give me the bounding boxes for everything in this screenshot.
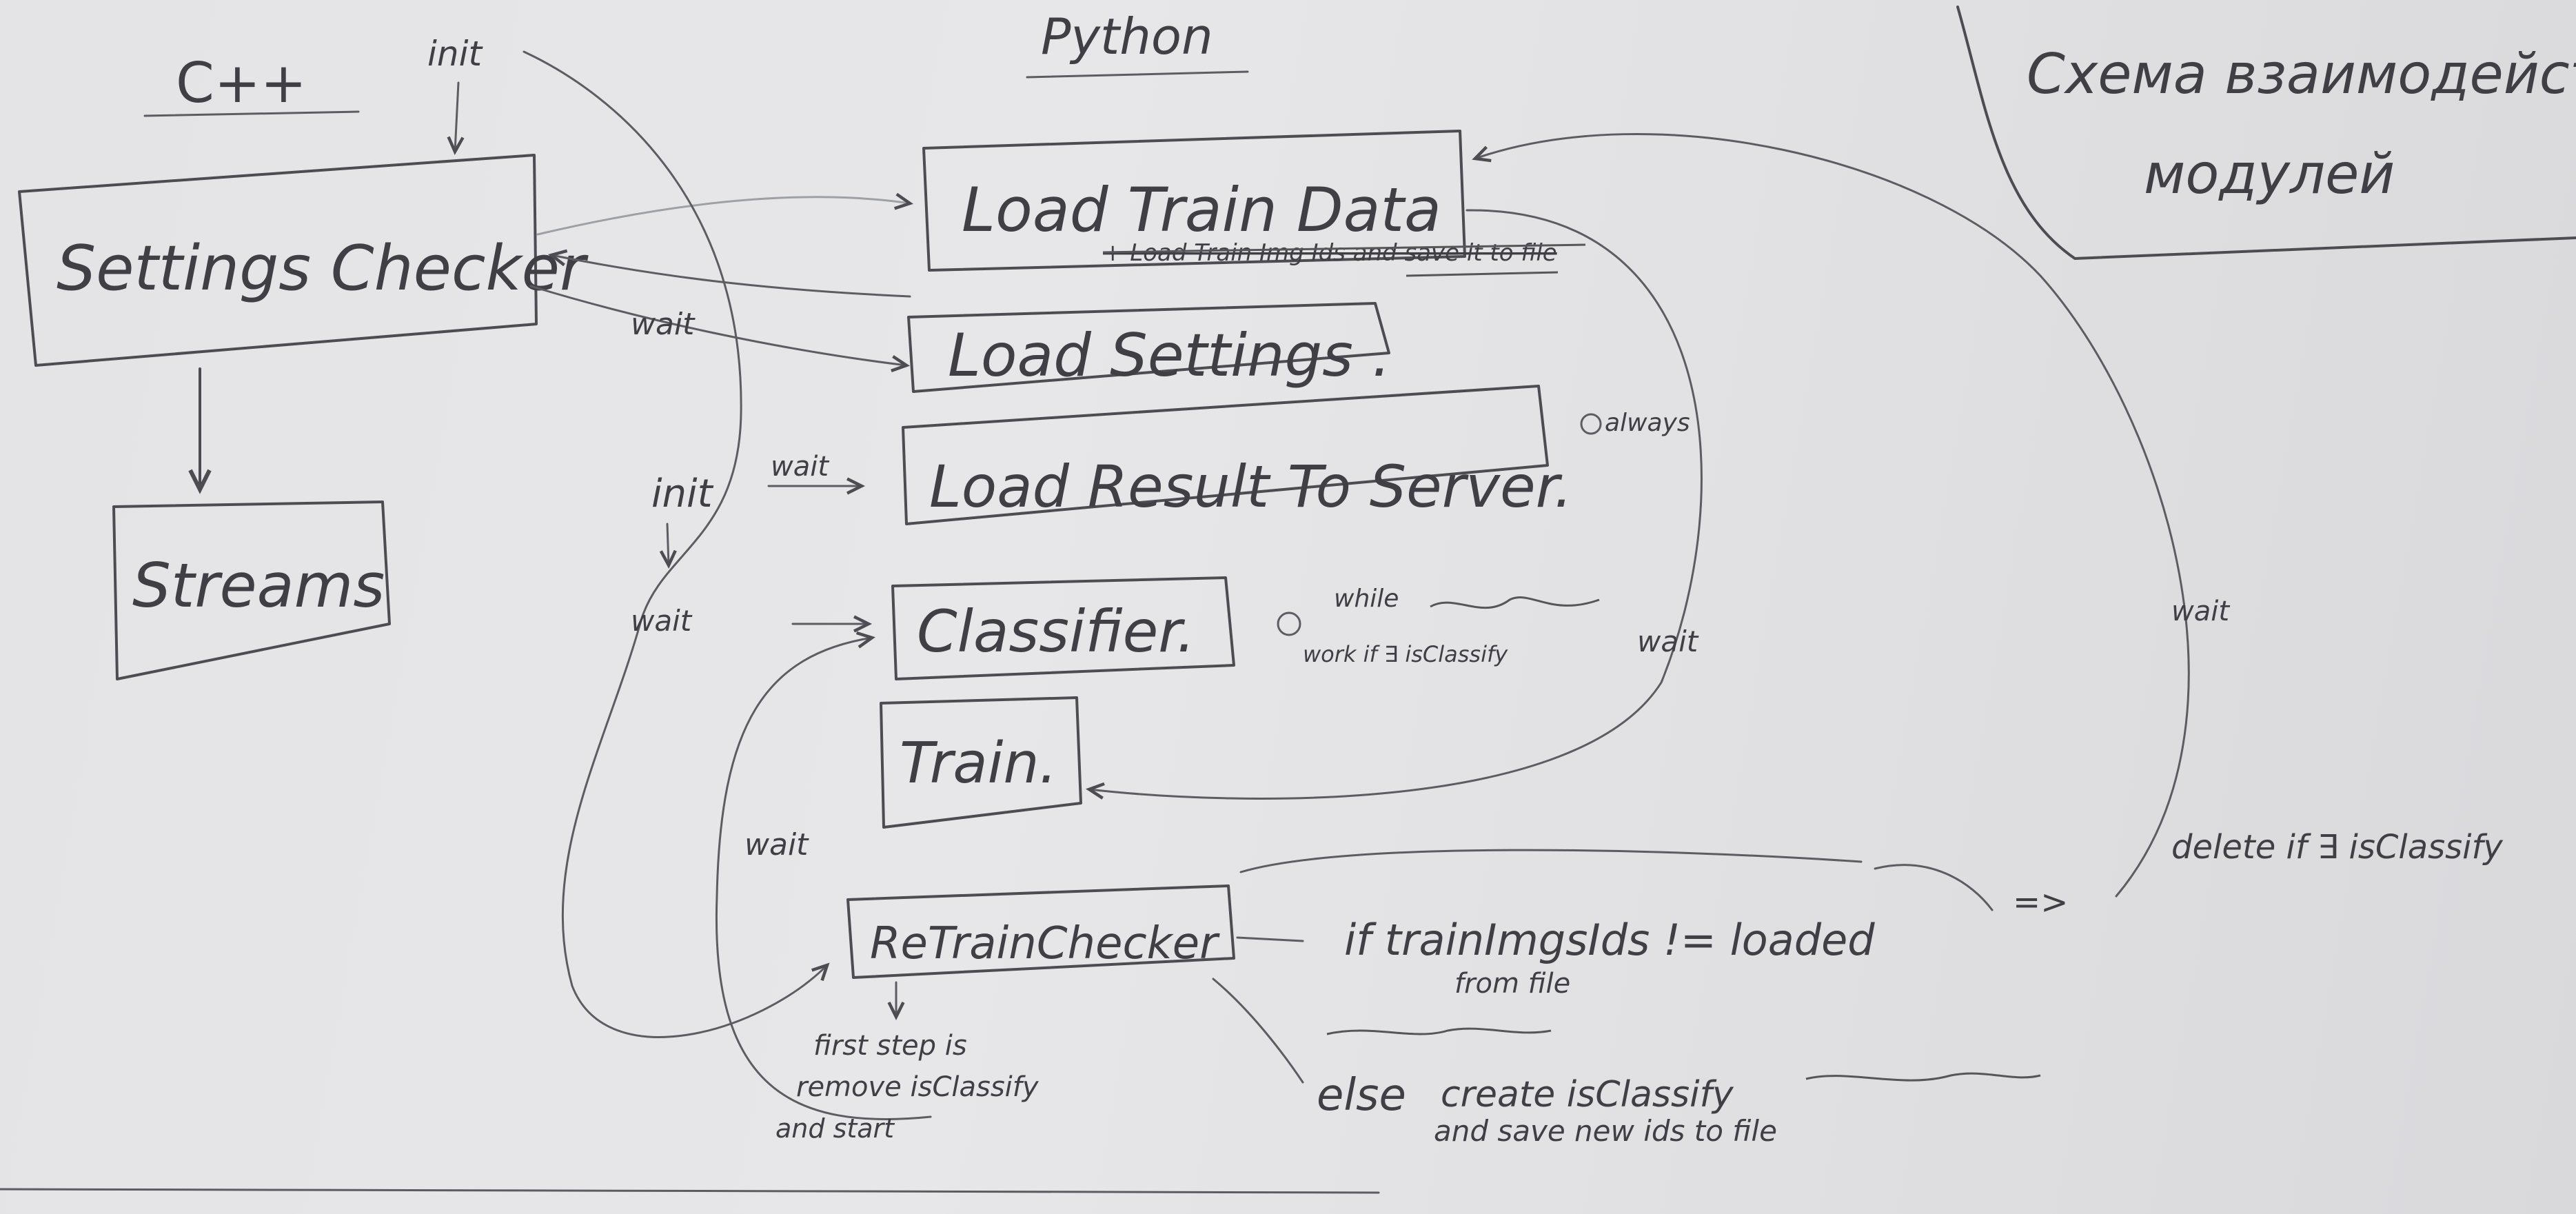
page-fold-line [0, 1188, 1380, 1194]
load-train-data-label: Load Train Data [962, 174, 1441, 245]
else-label: else [1317, 1070, 1406, 1121]
first-step-line-1: first step is [813, 1030, 967, 1062]
retrain-to-classifier-curve [715, 631, 932, 1121]
retrain-top-curve [1239, 849, 1863, 873]
wait-far-label: wait [2171, 596, 2230, 627]
while-label: while [1334, 585, 1399, 613]
else-scribble-right [1805, 1072, 2041, 1082]
settings-to-loadtrain-faint-arrow [536, 192, 913, 236]
cpp-heading-underline [143, 110, 360, 117]
python-heading-underline [1026, 70, 1249, 79]
curve-to-implies [1874, 864, 1994, 911]
from-file-label: from file [1454, 968, 1570, 1000]
init-top-label: init [427, 34, 483, 74]
retrain-to-if-line [1236, 936, 1304, 942]
init-left-down-arrow [659, 523, 677, 569]
load-train-data-node: Load Train Data + Load Train Img Ids and… [922, 130, 1586, 277]
title-block-border [1956, 6, 2576, 260]
streams-box [112, 500, 391, 680]
work-if-label: work if ∃ isClassify [1303, 641, 1508, 667]
load-train-data-box [922, 130, 1466, 272]
loadsettings-to-settingschecker-arrow [548, 249, 911, 298]
while-loop-icon [1277, 611, 1301, 636]
title-block: Схема взаимодейств модулей [1956, 6, 2576, 260]
load-settings-box [907, 302, 1390, 393]
streams-label: Streams [132, 550, 385, 621]
wait-settings-label: wait [631, 307, 696, 342]
save-ids-label: and save new ids to file [1434, 1114, 1777, 1148]
retrain-checker-box [846, 884, 1235, 979]
settings-checker-node: Settings Checker [18, 154, 589, 367]
init-top-arrow [447, 81, 465, 156]
streams-node: Streams [112, 500, 391, 680]
load-result-node: Load Result To Server. [902, 385, 1572, 525]
create-isclassify-label: create isClassify [1441, 1074, 1734, 1115]
load-result-box [902, 385, 1549, 525]
init-to-retrain-curve [523, 50, 830, 1038]
cpp-heading-text: C++ [176, 51, 307, 115]
if-train-label: if trainImgsIds != loaded [1344, 915, 1875, 965]
wait-result-label: wait [771, 451, 829, 483]
strike-line-2 [1406, 271, 1559, 277]
always-label: always [1605, 409, 1690, 437]
classifier-box [891, 576, 1235, 680]
strike-line-1 [1102, 243, 1586, 254]
title-line-2: модулей [2144, 142, 2395, 206]
settings-checker-box [18, 154, 538, 367]
first-step-line-3: and start [775, 1113, 895, 1144]
cpp-heading: C++ [143, 51, 360, 117]
always-loop-icon [1580, 413, 1602, 435]
first-step-line-2: remove isClassify [796, 1071, 1039, 1103]
wait-classifier-left-label: wait [631, 604, 693, 638]
delete-if-label: delete if ∃ isClassify [2171, 828, 2503, 867]
classifier-node: Classifier. [891, 576, 1235, 680]
python-heading-text: Python [1041, 8, 1213, 65]
python-heading: Python [1026, 8, 1249, 79]
train-label: Train. [900, 731, 1057, 796]
load-train-data-struck-text: + Load Train Img Ids and save it to file [1103, 239, 1557, 267]
retrain-checker-node: ReTrainChecker [846, 884, 1235, 979]
settings-checker-label: Settings Checker [57, 232, 589, 305]
delete-to-loadtrain-curve [1472, 133, 2190, 898]
train-box [880, 696, 1082, 829]
wait-train-label: wait [1637, 625, 1699, 658]
title-line-1: Схема взаимодейств [2027, 42, 2576, 106]
while-scribble [1430, 596, 1600, 609]
loadtrain-to-train-curve [1086, 209, 1703, 800]
classifier-label: Classifier. [917, 598, 1195, 665]
load-result-label: Load Result To Server. [929, 453, 1572, 520]
load-settings-label: Load Settings . [948, 321, 1391, 390]
retrain-checker-label: ReTrainChecker [870, 918, 1220, 969]
wait-retrain-label: wait [744, 827, 809, 862]
train-node: Train. [880, 696, 1082, 829]
implies-label: => [2013, 883, 2068, 922]
settingschecker-to-loadsettings-arrow [529, 285, 910, 373]
retrain-to-else-line [1212, 978, 1304, 1084]
else-scribble-top [1326, 1027, 1552, 1035]
load-settings-node: Load Settings . [907, 302, 1391, 393]
init-left-label: init [651, 472, 714, 516]
